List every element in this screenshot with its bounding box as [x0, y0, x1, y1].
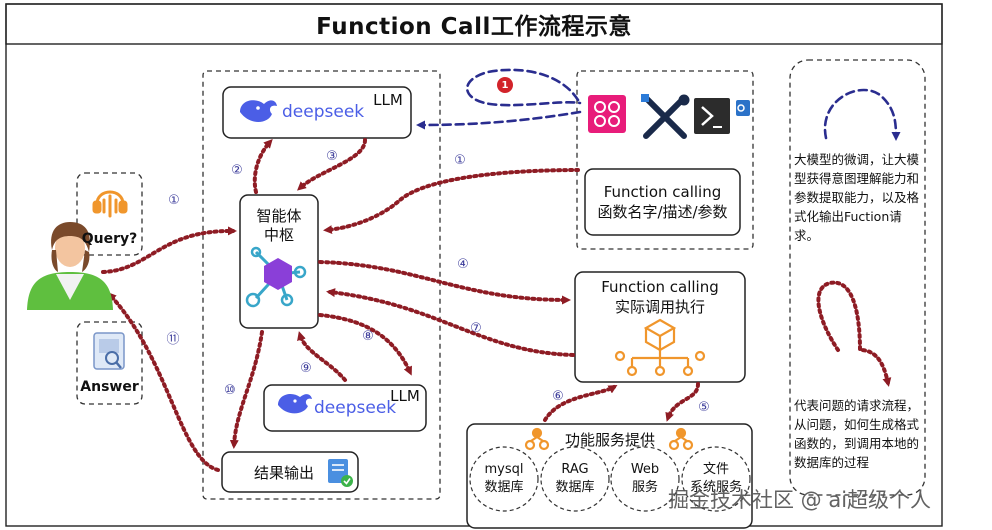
answer-label: Answer	[80, 379, 139, 395]
step-4: ④	[457, 256, 469, 272]
terminal-icon	[694, 98, 730, 134]
deepseek-whale-icon-top	[240, 100, 277, 122]
agent-group	[202, 70, 441, 500]
step-1-functions: ①	[454, 152, 466, 168]
service-network-icon-left	[524, 427, 550, 451]
answer-document-icon	[93, 332, 125, 370]
step-7: ⑦	[470, 320, 482, 336]
execution-network-icon	[614, 318, 706, 377]
service-mysql: mysql 数据库	[470, 460, 538, 498]
step-8: ⑧	[362, 328, 374, 344]
hub-label: 智能体 中枢	[240, 205, 318, 247]
step-9: ⑨	[300, 360, 312, 376]
arrow-functions-to-hub	[323, 168, 580, 235]
arrow-exec-to-services	[665, 382, 700, 422]
function-exec-line1: Function calling	[601, 278, 719, 296]
hub-label-line1: 智能体	[256, 207, 302, 225]
step-3: ③	[326, 148, 338, 164]
arrow-hub-to-llm	[252, 139, 273, 194]
badge-circle	[497, 77, 513, 93]
arrow-finetune-loop	[465, 68, 582, 107]
service-web-line1: Web	[630, 462, 660, 477]
llm-top-brand: deepseek	[282, 102, 365, 122]
arrow-llm-bottom-to-hub	[297, 331, 347, 382]
service-circle-web	[610, 446, 680, 512]
note-request-flow: 代表问题的请求流程，从问题，如何生成格式函数的，到调用本地的数据库的过程	[794, 398, 920, 470]
step-10: ⑩	[224, 382, 236, 398]
query-group	[76, 172, 143, 256]
step-2: ②	[231, 162, 243, 178]
service-mysql-line1: mysql	[484, 462, 524, 477]
arrow-functions-to-llm	[416, 110, 582, 130]
hub-molecule-icon	[245, 246, 307, 308]
deepseek-whale-icon-bottom	[278, 393, 312, 414]
service-web: Web 服务	[611, 460, 679, 498]
arrow-services-to-exec	[543, 385, 618, 422]
service-file-line2: 系统服务	[689, 480, 742, 495]
step-11: ⑪	[166, 331, 180, 347]
service-rag: RAG 数据库	[541, 460, 609, 498]
arrow-hub-to-exec	[318, 260, 571, 305]
service-network-icon-right	[668, 427, 694, 451]
service-rag-line2: 数据库	[555, 480, 595, 495]
step-1-user: ①	[168, 192, 180, 208]
llm-top-box	[222, 86, 412, 139]
service-circle-rag	[540, 446, 610, 512]
tools-icon	[641, 94, 690, 139]
arrow-legend-curve	[823, 88, 901, 141]
service-rag-line1: RAG	[561, 462, 589, 477]
result-document-icon	[328, 459, 353, 487]
step-6: ⑥	[552, 388, 564, 404]
service-file-line1: 文件	[702, 462, 729, 477]
note-fine-tune: 大模型的微调，让大模型获得意图理解能力和参数提取能力，以及格式化输出Fuctio…	[794, 152, 920, 243]
headset-icon	[92, 190, 128, 218]
function-define-line2: 函数名字/描述/参数	[597, 203, 728, 221]
service-circle-mysql	[469, 446, 539, 512]
workflow-app-icon	[588, 95, 626, 133]
arrow-legend-loop	[816, 280, 892, 387]
query-label: Query?	[81, 231, 138, 247]
llm-top-label: LLM	[373, 91, 403, 109]
answer-group	[76, 321, 143, 405]
function-exec-box	[574, 271, 746, 383]
step-badge: 1	[501, 79, 509, 91]
llm-bottom-brand: deepseek	[314, 398, 397, 418]
outlook-icon	[736, 100, 750, 116]
service-mysql-line2: 数据库	[484, 480, 524, 495]
arrow-hub-to-llm-bottom	[318, 313, 412, 376]
service-circle-file	[681, 446, 751, 512]
step-5: ⑤	[698, 399, 710, 415]
arrow-hub-to-result	[229, 330, 264, 449]
function-define-group	[576, 70, 754, 250]
arrow-result-to-user	[107, 292, 220, 472]
llm-bottom-label: LLM	[390, 387, 420, 405]
function-define-line1: Function calling	[603, 183, 722, 201]
service-file: 文件 系统服务	[682, 460, 750, 498]
result-box	[221, 451, 359, 493]
page-title: Function Call工作流程示意	[316, 14, 632, 40]
service-web-line2: 服务	[631, 480, 658, 495]
arrow-llm-to-hub	[297, 138, 367, 191]
user-avatar-icon	[27, 222, 113, 310]
function-exec-line2: 实际调用执行	[614, 298, 705, 316]
function-define-box	[584, 168, 741, 236]
arrow-user-to-hub	[101, 226, 237, 274]
notes-group	[789, 59, 926, 496]
watermark: 掘金技术社区 @ ai超级个人	[668, 488, 932, 512]
function-exec-label: Function calling 实际调用执行	[575, 276, 745, 318]
title-bar	[5, 3, 943, 45]
function-define-label: Function calling 函数名字/描述/参数	[585, 169, 740, 235]
result-label: 结果输出	[253, 463, 314, 482]
hub-label-line2: 中枢	[263, 226, 294, 244]
services-title: 功能服务提供	[564, 430, 655, 449]
arrow-exec-to-hub	[326, 288, 575, 357]
services-box	[466, 423, 753, 529]
